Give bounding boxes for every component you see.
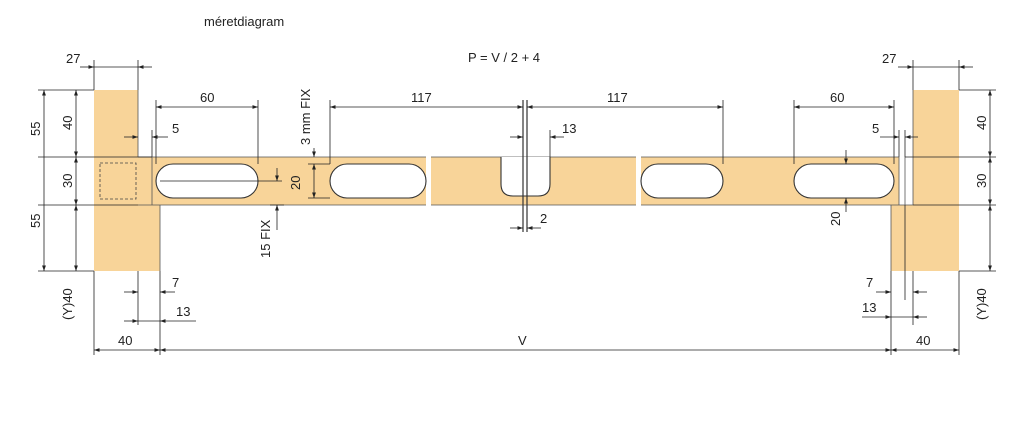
right-end-block [913, 90, 959, 271]
hidden-pocket [99, 162, 137, 200]
dim-slot-height-fix: 3 mm FIX [298, 88, 313, 145]
dim-right-height-top: 40 [974, 116, 989, 130]
dim-left-55-top: 55 [28, 122, 43, 136]
dim-right-30: 30 [974, 174, 989, 188]
dimensions: 27 P = V / 2 + 4 27 55 55 40 30 (Y)40 60… [28, 50, 992, 352]
center-left-slot [329, 163, 427, 199]
dim-bottom-right-40: 40 [916, 333, 930, 348]
extension-lines [38, 60, 996, 355]
dim-left-y40: (Y)40 [60, 288, 75, 320]
dim-left-slot-length: 60 [200, 90, 214, 105]
dim-right-top-width: 27 [882, 51, 896, 66]
page-title: méretdiagram [204, 14, 285, 29]
dim-fix-15: 15 FIX [258, 219, 273, 258]
dim-center-notch: 13 [562, 121, 576, 136]
dim-left-55-bottom: 55 [28, 214, 43, 228]
right-bottom-tab [891, 205, 913, 271]
center-right-slot [640, 163, 724, 199]
dim-left-height-top: 40 [60, 116, 75, 130]
dim-left-top-width: 27 [66, 51, 80, 66]
dim-right-slot-offset: 5 [872, 121, 879, 136]
dim-right-y40: (Y)40 [974, 288, 989, 320]
left-end-block [94, 90, 138, 271]
formula-label: P = V / 2 + 4 [468, 50, 540, 65]
dim-center-gap: 2 [540, 211, 547, 226]
dim-left-slot-offset: 5 [172, 121, 179, 136]
dim-bottom-v: V [518, 333, 527, 348]
right-slot [793, 163, 895, 199]
dim-slot-height: 20 [288, 176, 303, 190]
dim-right-slot-length: 60 [830, 90, 844, 105]
dim-left-7: 7 [172, 275, 179, 290]
dim-right-7: 7 [866, 275, 873, 290]
dim-center-slot-left: 117 [411, 90, 432, 105]
right-gap-fill [891, 157, 899, 205]
dim-left-13: 13 [176, 304, 190, 319]
dim-bottom-left-40: 40 [118, 333, 132, 348]
dim-left-30: 30 [60, 174, 75, 188]
dim-center-slot-right: 117 [607, 90, 628, 105]
dim-right-slot-height: 20 [828, 212, 843, 226]
left-bottom-tab [138, 205, 160, 271]
dim-right-13: 13 [862, 300, 876, 315]
center-notch [500, 157, 551, 197]
